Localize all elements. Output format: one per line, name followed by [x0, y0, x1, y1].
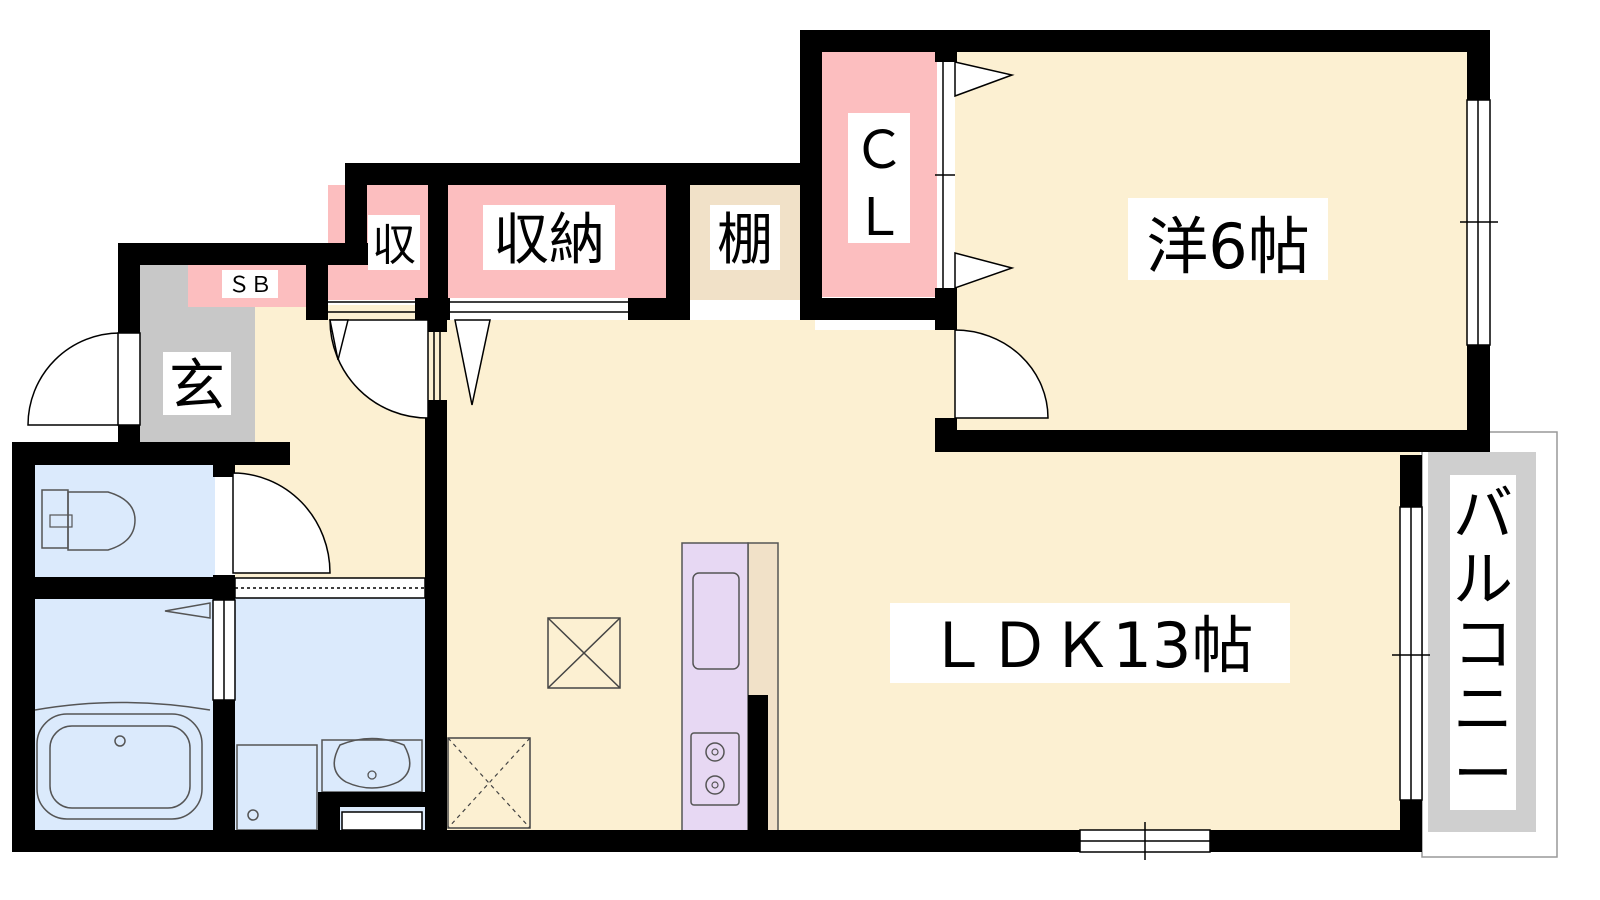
closet-door-icon [954, 61, 1015, 98]
closet-label-line1: Ｃ [853, 121, 905, 181]
bathtub-icon [34, 701, 211, 711]
drain-icon [114, 735, 126, 747]
closet-label-line2: Ｌ [853, 188, 905, 248]
walls [12, 30, 1490, 852]
balcony-label-char-4: ニ [1453, 675, 1513, 745]
storage-hatch-icon [447, 737, 531, 829]
doors [27, 61, 1049, 831]
toilet-door-icon [232, 472, 331, 574]
burner-icon [711, 748, 719, 756]
storage-large-label: 収納 [493, 208, 605, 273]
shelf-label: 棚 [717, 208, 773, 273]
storage-small-label: 収 [372, 220, 416, 271]
room-door-icon [954, 329, 1049, 419]
sink-icon [692, 572, 740, 670]
shower-icon [164, 602, 211, 619]
hall-door-icon [329, 319, 429, 419]
front-door-icon [27, 332, 121, 426]
closet-door-icon [954, 252, 1015, 290]
ldk-label: ＬＤＫ13帖 [927, 609, 1254, 682]
balcony-label-char-2: ル [1453, 545, 1513, 615]
burner-icon [705, 742, 725, 762]
refrigerator-space-icon [547, 617, 621, 689]
bathtub-basin-icon [36, 713, 203, 820]
fixtures [447, 617, 621, 829]
balcony-label-char-1: バ [1453, 480, 1513, 550]
kitchen-counter [681, 542, 779, 832]
window-bath-pass [234, 577, 426, 599]
stove-icon [690, 732, 740, 806]
western-room-label: 洋6帖 [1146, 210, 1309, 283]
labels: 洋6帖 ＬＤＫ13帖 Ｃ Ｌ 収納 収 棚 玄 ＳＢ バ ル コ ニ ー [163, 113, 1516, 810]
entrance-label: 玄 [169, 354, 225, 419]
balcony-label-char-3: コ [1453, 610, 1513, 680]
storage-door-icon [454, 319, 491, 406]
toilet-area [35, 465, 215, 577]
storage-door-icon [329, 319, 349, 361]
toilet-bowl-icon [67, 491, 136, 551]
burner-icon [705, 775, 725, 795]
ldk-floor [235, 305, 1420, 845]
windows [234, 99, 1498, 860]
burner-icon [711, 781, 719, 789]
shoe-box-label: ＳＢ [228, 273, 272, 298]
balcony-label-char-5: ー [1453, 740, 1513, 810]
